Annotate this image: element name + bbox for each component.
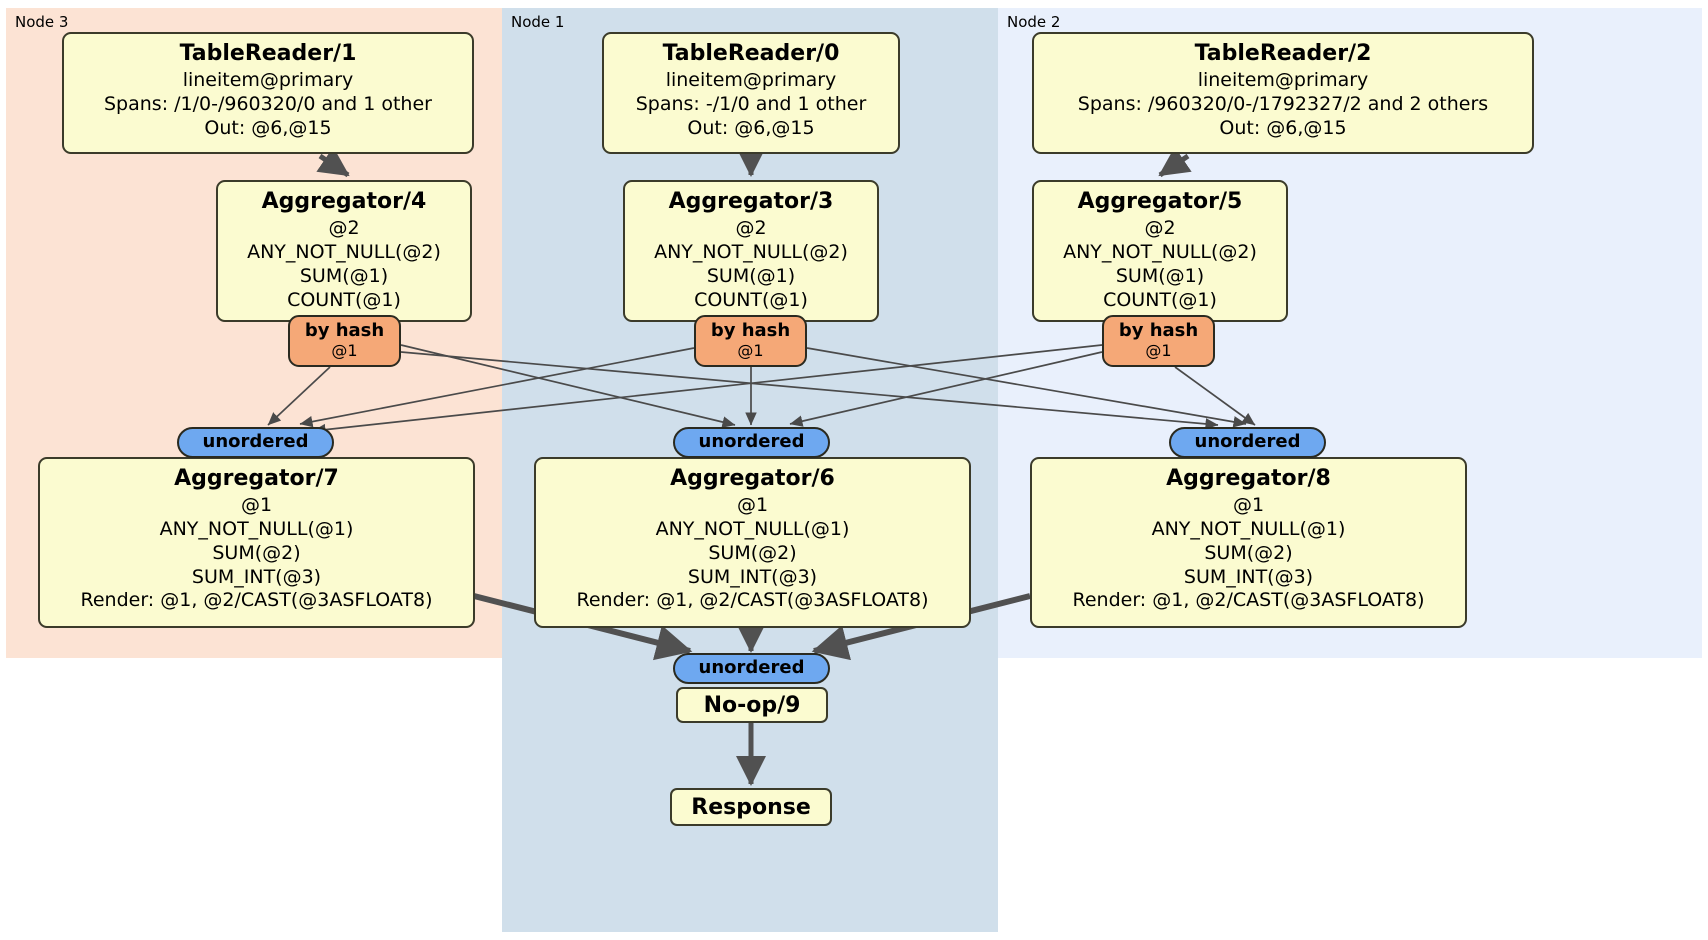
processor-line: COUNT(@1) xyxy=(1103,288,1217,311)
processor-line: SUM(@1) xyxy=(706,264,796,287)
processor-title: TableReader/0 xyxy=(662,41,840,66)
processor-line: SUM(@1) xyxy=(1115,264,1205,287)
processor-line: Render: @1, @2/CAST(@3ASFLOAT8) xyxy=(80,589,433,612)
processor-line: Out: @6,@15 xyxy=(204,116,332,139)
processor-line: ANY_NOT_NULL(@2) xyxy=(247,240,441,263)
processor-title: TableReader/1 xyxy=(179,41,357,66)
router-badge-label: by hash xyxy=(304,320,385,341)
node-panel-label: Node 1 xyxy=(511,13,565,31)
processor-line: ANY_NOT_NULL(@1) xyxy=(655,517,850,540)
processor-box-response[interactable]: Response xyxy=(670,788,832,826)
router-badge-label: by hash xyxy=(1118,320,1199,341)
processor-title: TableReader/2 xyxy=(1194,41,1372,66)
processor-line: SUM(@1) xyxy=(299,264,389,287)
processor-line: ANY_NOT_NULL(@2) xyxy=(1063,240,1257,263)
router-badge-column: @1 xyxy=(1145,340,1172,360)
processor-title: Aggregator/8 xyxy=(1166,466,1331,491)
processor-line: @2 xyxy=(735,216,767,239)
processor-line: ANY_NOT_NULL(@1) xyxy=(1151,517,1346,540)
processor-box[interactable]: Aggregator/7 @1 ANY_NOT_NULL(@1) SUM(@2)… xyxy=(38,457,475,628)
processor-line: Out: @6,@15 xyxy=(687,116,815,139)
processor-title: Aggregator/6 xyxy=(670,466,835,491)
processor-line: lineitem@primary xyxy=(665,68,837,91)
router-badge-column: @1 xyxy=(737,340,764,360)
synchronizer-badge-unordered[interactable]: unordered xyxy=(673,427,830,458)
processor-title: Response xyxy=(691,794,811,820)
processor-box[interactable]: Aggregator/8 @1 ANY_NOT_NULL(@1) SUM(@2)… xyxy=(1030,457,1467,628)
processor-title: No-op/9 xyxy=(703,692,801,718)
node-panel-label: Node 3 xyxy=(15,13,69,31)
node-panel-label: Node 2 xyxy=(1007,13,1061,31)
processor-title: Aggregator/5 xyxy=(1077,189,1243,214)
router-badge-by-hash[interactable]: by hash @1 xyxy=(694,315,807,367)
synchronizer-badge-label: unordered xyxy=(698,431,805,453)
processor-title: Aggregator/3 xyxy=(668,189,834,214)
processor-box[interactable]: Aggregator/4 @2 ANY_NOT_NULL(@2) SUM(@1)… xyxy=(216,180,472,322)
processor-line: @1 xyxy=(1232,493,1265,516)
processor-box[interactable]: Aggregator/3 @2 ANY_NOT_NULL(@2) SUM(@1)… xyxy=(623,180,879,322)
processor-line: Render: @1, @2/CAST(@3ASFLOAT8) xyxy=(1072,589,1425,612)
processor-title: Aggregator/7 xyxy=(174,466,339,491)
processor-line: SUM(@2) xyxy=(1204,541,1293,564)
processor-box[interactable]: TableReader/2 lineitem@primary Spans: /9… xyxy=(1032,32,1534,154)
router-badge-by-hash[interactable]: by hash @1 xyxy=(1102,315,1215,367)
synchronizer-badge-unordered[interactable]: unordered xyxy=(1169,427,1326,458)
processor-line: @2 xyxy=(328,216,360,239)
processor-line: @1 xyxy=(736,493,769,516)
processor-box[interactable]: TableReader/0 lineitem@primary Spans: -/… xyxy=(602,32,900,154)
processor-title: Aggregator/4 xyxy=(261,189,427,214)
processor-line: lineitem@primary xyxy=(182,68,354,91)
synchronizer-badge-label: unordered xyxy=(202,431,309,453)
synchronizer-badge-label: unordered xyxy=(1194,431,1301,453)
synchronizer-badge-unordered[interactable]: unordered xyxy=(673,653,830,684)
router-badge-column: @1 xyxy=(331,340,358,360)
processor-line: Spans: /960320/0-/1792327/2 and 2 others xyxy=(1077,92,1489,115)
processor-box[interactable]: Aggregator/6 @1 ANY_NOT_NULL(@1) SUM(@2)… xyxy=(534,457,971,628)
synchronizer-badge-unordered[interactable]: unordered xyxy=(177,427,334,458)
processor-line: @1 xyxy=(240,493,273,516)
processor-box[interactable]: Aggregator/5 @2 ANY_NOT_NULL(@2) SUM(@1)… xyxy=(1032,180,1288,322)
processor-line: ANY_NOT_NULL(@1) xyxy=(159,517,354,540)
processor-line: SUM_INT(@3) xyxy=(191,565,322,588)
processor-line: ANY_NOT_NULL(@2) xyxy=(654,240,848,263)
synchronizer-badge-label: unordered xyxy=(698,657,805,679)
processor-line: Render: @1, @2/CAST(@3ASFLOAT8) xyxy=(576,589,929,612)
processor-box[interactable]: TableReader/1 lineitem@primary Spans: /1… xyxy=(62,32,474,154)
processor-line: SUM(@2) xyxy=(212,541,301,564)
processor-line: Spans: -/1/0 and 1 other xyxy=(635,92,867,115)
processor-line: SUM_INT(@3) xyxy=(1183,565,1314,588)
processor-line: Out: @6,@15 xyxy=(1219,116,1347,139)
router-badge-label: by hash xyxy=(710,320,791,341)
processor-line: COUNT(@1) xyxy=(287,288,401,311)
processor-line: @2 xyxy=(1144,216,1176,239)
processor-line: SUM_INT(@3) xyxy=(687,565,818,588)
processor-line: COUNT(@1) xyxy=(694,288,808,311)
router-badge-by-hash[interactable]: by hash @1 xyxy=(288,315,401,367)
processor-line: SUM(@2) xyxy=(708,541,797,564)
processor-line: lineitem@primary xyxy=(1197,68,1369,91)
processor-line: Spans: /1/0-/960320/0 and 1 other xyxy=(104,92,432,115)
processor-box-no-op[interactable]: No-op/9 xyxy=(676,687,828,723)
